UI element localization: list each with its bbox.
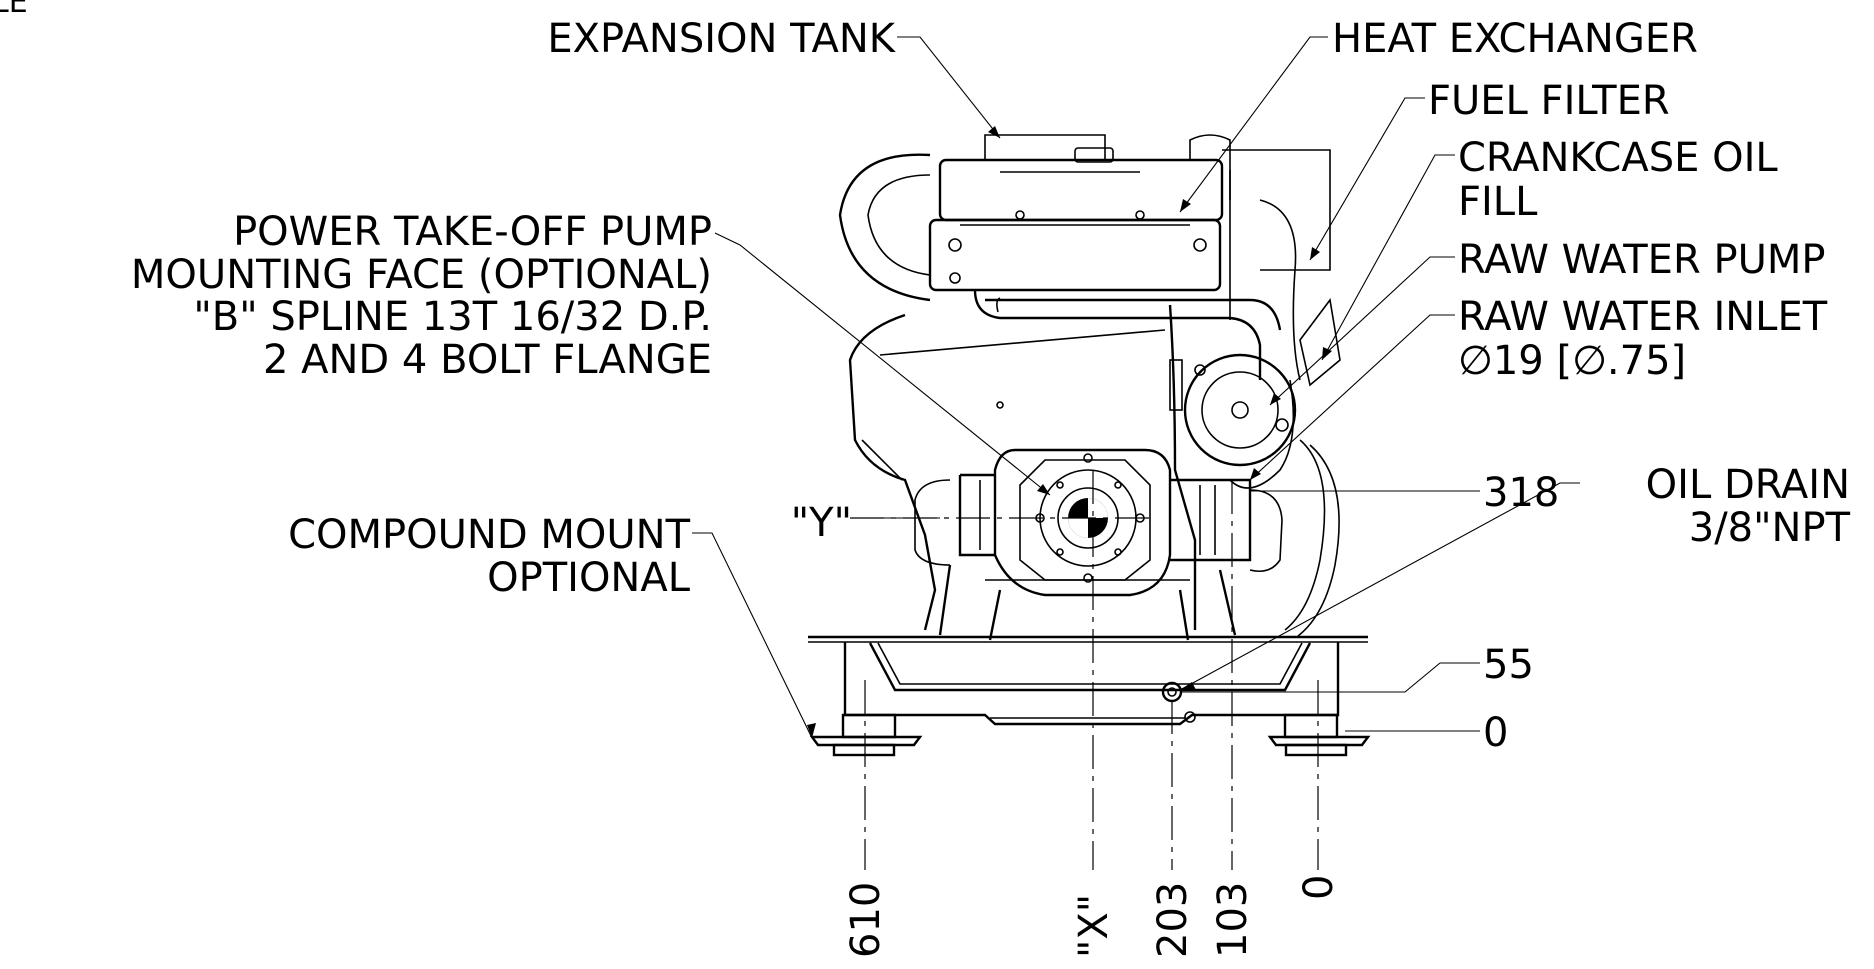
leader-lines	[692, 36, 1580, 739]
fuel-filter-label: FUEL FILTER	[1428, 78, 1670, 124]
oil-drain-label-line1: OIL DRAIN	[1646, 462, 1850, 508]
heat-exchanger-label: HEAT EXCHANGER	[1332, 16, 1698, 62]
raw-water-pump-label: RAW WATER PUMP	[1458, 237, 1825, 283]
corner-fragment-label: LE	[0, 0, 28, 20]
dimension-103: 103	[1210, 882, 1256, 958]
dimension-203: 203	[1150, 882, 1196, 958]
compound-mount-label-line2: OPTIONAL	[487, 555, 691, 601]
drip-pan-base	[808, 635, 1371, 757]
crankcase-oil-fill-label-line1: CRANKCASE OIL	[1458, 135, 1778, 181]
pto-pump-label-line2: MOUNTING FACE (OPTIONAL)	[131, 252, 712, 298]
arrowheads	[807, 126, 1332, 738]
center-lines	[850, 470, 1319, 870]
compound-mount-label-line1: COMPOUND MOUNT	[288, 512, 690, 558]
raw-water-inlet-label-line1: RAW WATER INLET	[1458, 294, 1828, 340]
vertical-dimension-values: 318 55 0	[1483, 470, 1559, 756]
raw-water-inlet-label-line2: ∅19 [∅.75]	[1458, 338, 1686, 384]
expansion-tank-label: EXPANSION TANK	[547, 16, 896, 62]
y-axis-label: "Y"	[791, 500, 852, 546]
crankcase-oil-fill-label-line2: FILL	[1458, 179, 1538, 225]
horizontal-dimension-values: 610 "X" 203 103 0	[843, 875, 1342, 958]
pto-pump-label-line1: POWER TAKE-OFF PUMP	[233, 209, 712, 255]
pto-pump-label-line4: 2 AND 4 BOLT FLANGE	[263, 337, 712, 383]
callout-labels: LE EXPANSION TANK HEAT EXCHANGER FUEL FI…	[0, 0, 1851, 601]
dimension-610: 610	[843, 882, 889, 958]
oil-drain-label-line2: 3/8"NPT	[1689, 505, 1851, 551]
dimension-0-vertical: 0	[1483, 710, 1508, 756]
dimension-0-horizontal: 0	[1296, 875, 1342, 900]
dimension-318: 318	[1483, 470, 1559, 516]
pto-pump-label-line3: "B" SPLINE 13T 16/32 D.P.	[193, 294, 712, 340]
engine-outline	[838, 134, 1341, 641]
dimension-x: "X"	[1071, 894, 1117, 958]
dimension-55: 55	[1483, 642, 1534, 688]
